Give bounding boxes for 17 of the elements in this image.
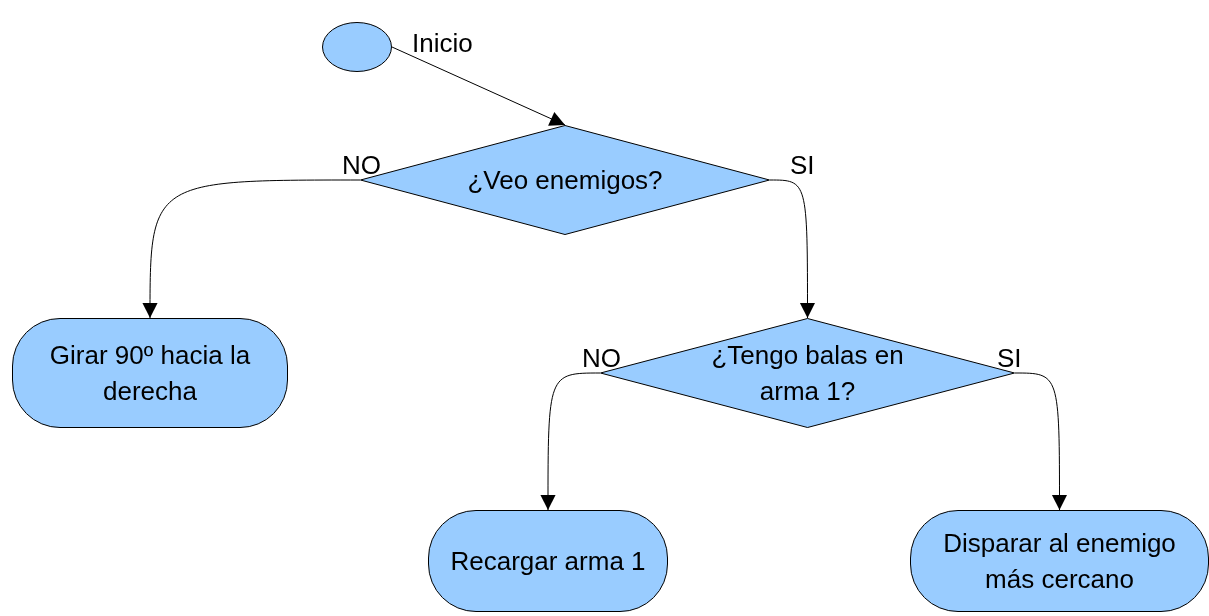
node-text: Recargar arma 1 [449, 545, 647, 578]
node-text: ¿Tengo balas en arma 1? [710, 339, 905, 408]
node-text: ¿Veo enemigos? [467, 164, 663, 197]
edge-label: NO [582, 343, 621, 373]
edge-label: SI [790, 150, 815, 180]
arrow [540, 372, 601, 511]
edge-label: SI [997, 343, 1022, 373]
node-text: Disparar al enemigo más cercano [942, 527, 1177, 596]
node-text: Girar 90º hacia la derecha [48, 339, 252, 408]
arrow [1014, 372, 1068, 511]
arrow [391, 46, 566, 126]
start-ellipse [322, 22, 392, 72]
edge-label: NO [342, 150, 381, 180]
arrow [769, 179, 816, 319]
arrow [142, 179, 361, 319]
node-caption: Inicio [412, 28, 473, 58]
process-box [910, 510, 1209, 612]
